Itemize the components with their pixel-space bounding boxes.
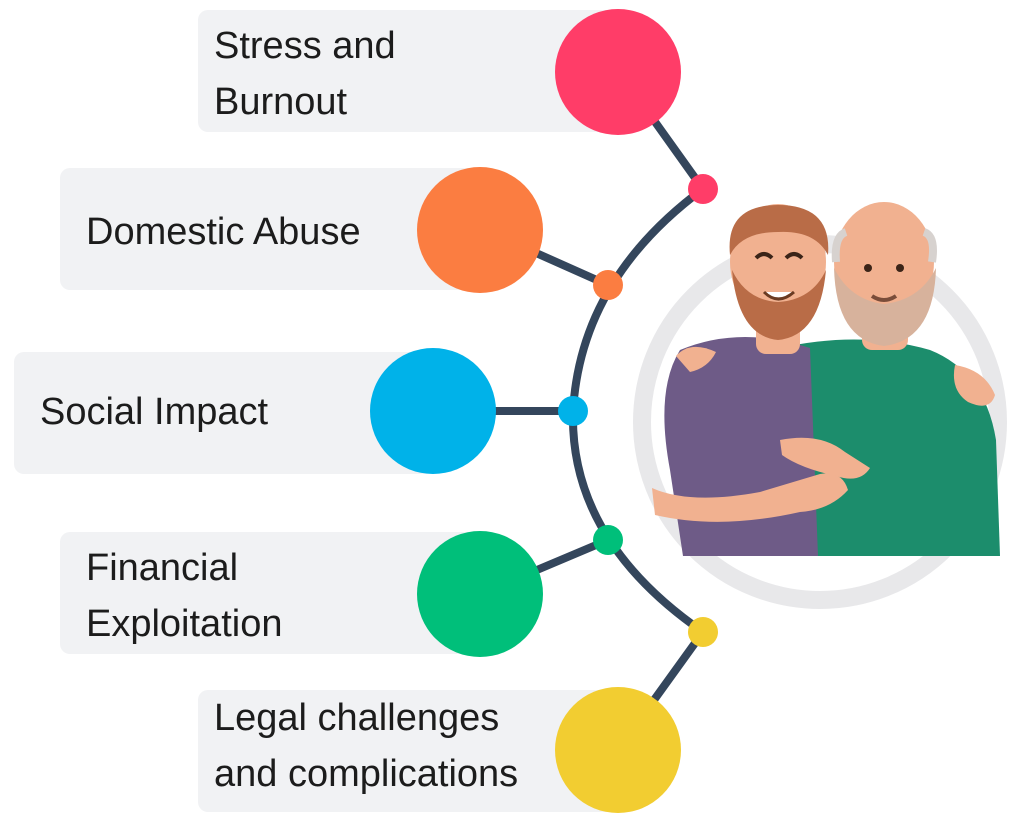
big-circle-legal	[555, 687, 681, 813]
item-label-social: Social Impact	[40, 391, 269, 433]
dot-domestic	[593, 270, 623, 300]
item-label-stress: Stress and Burnout	[214, 25, 396, 123]
big-circle-social	[370, 348, 496, 474]
big-circle-stress	[555, 9, 681, 135]
big-circle-domestic	[417, 167, 543, 293]
item-panel-social	[14, 352, 434, 474]
item-panel-financial	[60, 532, 480, 654]
two-men-hugging-illustration	[633, 202, 1007, 609]
dot-social	[558, 396, 588, 426]
item-label-financial: Financial Exploitation	[86, 547, 283, 645]
item-panel-domestic	[60, 168, 480, 290]
big-circle-financial	[417, 531, 543, 657]
dot-stress	[688, 174, 718, 204]
item-label-domestic: Domestic Abuse	[86, 211, 361, 253]
item-panel-legal	[198, 690, 618, 812]
item-panel-stress	[198, 10, 618, 132]
dot-financial	[593, 525, 623, 555]
dot-legal	[688, 617, 718, 647]
item-label-legal: Legal challenges and complications	[214, 697, 519, 795]
